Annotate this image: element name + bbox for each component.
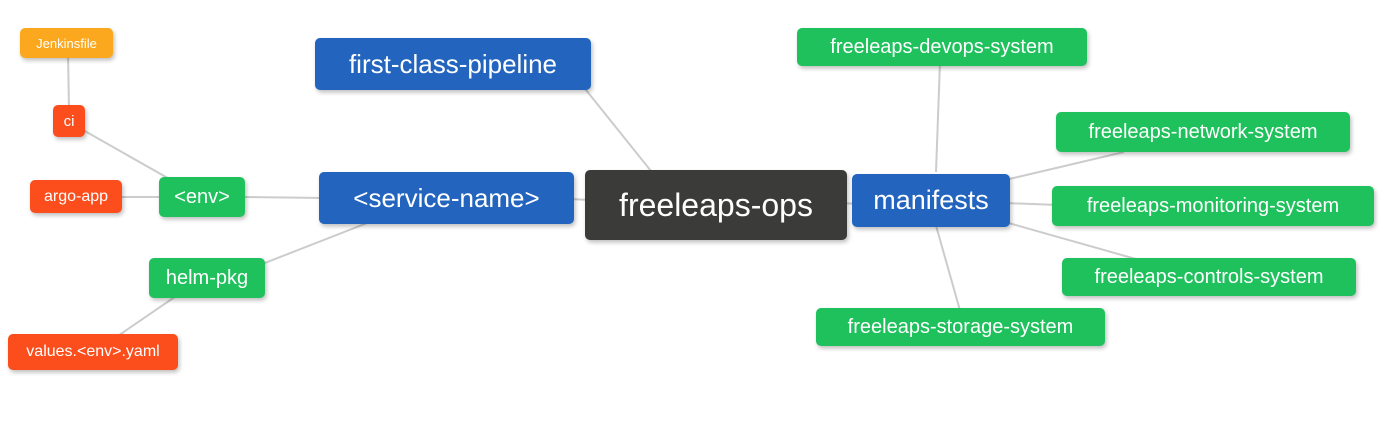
node-values-env-yaml[interactable]: values.<env>.yaml xyxy=(8,334,178,370)
edge-manifests-devops-system xyxy=(935,61,941,173)
edge-first-class-pipeline-freeleaps-ops xyxy=(577,79,656,177)
node-freeleaps-controls-system[interactable]: freeleaps-controls-system xyxy=(1062,258,1356,296)
edge-env-service-name xyxy=(239,196,326,199)
edge-manifests-controls-system xyxy=(1004,221,1151,264)
edge-helm-pkg-values-env-yaml xyxy=(111,291,183,341)
node-argo-app[interactable]: argo-app xyxy=(30,180,122,213)
node-manifests[interactable]: manifests xyxy=(852,174,1010,227)
node-freeleaps-devops-system[interactable]: freeleaps-devops-system xyxy=(797,28,1087,66)
edge-service-name-helm-pkg xyxy=(251,217,381,269)
node-service-name[interactable]: <service-name> xyxy=(319,172,574,224)
edge-manifests-monitoring-system xyxy=(1004,202,1059,206)
node-freeleaps-network-system[interactable]: freeleaps-network-system xyxy=(1056,112,1350,152)
edge-jenkinsfile-ci xyxy=(67,51,70,111)
edge-manifests-network-system xyxy=(1004,151,1125,181)
edge-ci-env xyxy=(75,125,181,186)
node-helm-pkg[interactable]: helm-pkg xyxy=(149,258,265,298)
node-freeleaps-monitoring-system[interactable]: freeleaps-monitoring-system xyxy=(1052,186,1374,226)
node-env[interactable]: <env> xyxy=(159,177,245,217)
node-freeleaps-storage-system[interactable]: freeleaps-storage-system xyxy=(816,308,1105,346)
node-freeleaps-ops[interactable]: freeleaps-ops xyxy=(585,170,847,240)
node-ci[interactable]: ci xyxy=(53,105,85,137)
node-jenkinsfile[interactable]: Jenkinsfile xyxy=(20,28,113,58)
node-first-class-pipeline[interactable]: first-class-pipeline xyxy=(315,38,591,90)
edge-manifests-storage-system xyxy=(934,221,962,315)
